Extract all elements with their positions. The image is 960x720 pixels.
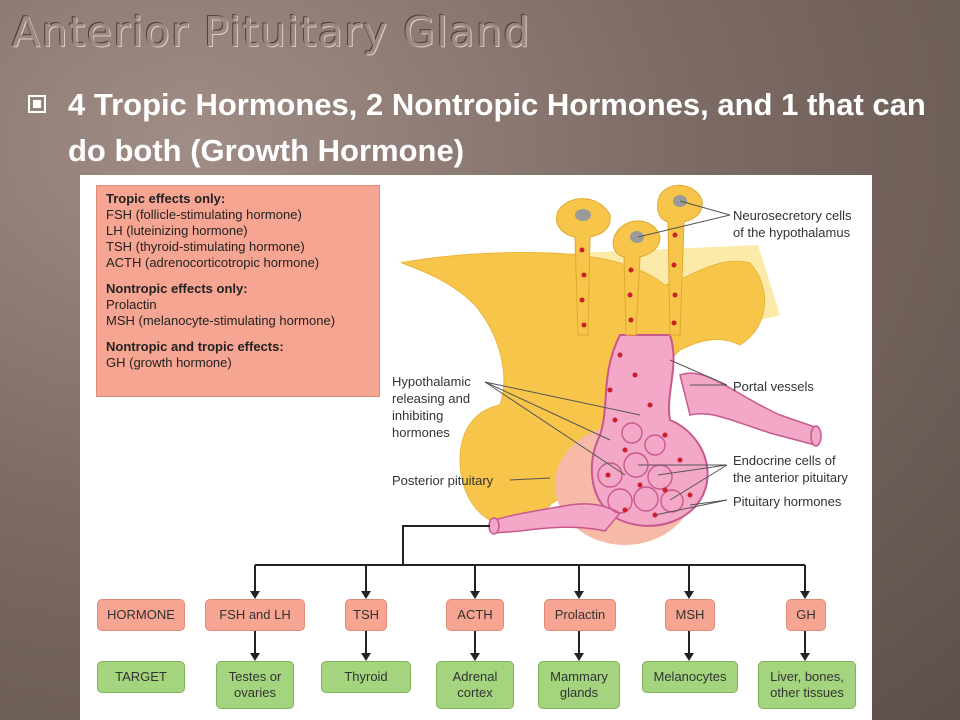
- tropic-item: ACTH (adrenocorticotropic hormone): [106, 255, 320, 270]
- hormone-row-header: HORMONE: [97, 599, 185, 631]
- nontropic-item: MSH (melanocyte-stimulating hormone): [106, 313, 336, 328]
- target-row-header: TARGET: [97, 661, 185, 693]
- pituitary-diagram: Tropic effects only: FSH (follicle-stimu…: [80, 175, 872, 720]
- both-item: GH (growth hormone): [106, 355, 232, 370]
- pituitary-illustration: [250, 185, 822, 661]
- distribution-lines: [254, 525, 806, 655]
- tropic-item: LH (luteinizing hormone): [106, 223, 248, 238]
- both-header: Nontropic and tropic effects:: [106, 339, 284, 354]
- target-melanocytes: Melanocytes: [642, 661, 738, 693]
- tropic-header: Tropic effects only:: [106, 191, 226, 206]
- bullet-item: 4 Tropic Hormones, 2 Nontropic Hormones,…: [28, 82, 958, 174]
- leader-lines: [484, 200, 731, 516]
- label-posterior-pituitary: Posterior pituitary: [392, 473, 494, 488]
- label-neurosecretory: Neurosecretory cells of the hypothalamus: [733, 208, 852, 240]
- bullet-text: 4 Tropic Hormones, 2 Nontropic Hormones,…: [68, 87, 926, 168]
- tropic-item: FSH (follicle-stimulating hormone): [106, 207, 302, 222]
- arrowheads: [250, 591, 810, 661]
- vessel-cut-end: [810, 425, 822, 447]
- slide-title: Anterior Pituitary Gland: [12, 8, 531, 56]
- hormone-tsh: TSH: [345, 599, 387, 631]
- hormone-dots: [579, 232, 693, 518]
- label-portal-vessels: Portal vessels: [733, 379, 814, 394]
- hormone-effects-box: Tropic effects only: FSH (follicle-stimu…: [96, 185, 380, 397]
- hormone-acth: ACTH: [446, 599, 504, 631]
- label-hypothalamic-hormones: Hypothalamic releasing and inhibiting ho…: [392, 374, 471, 440]
- neurosecretory-neurons: [556, 185, 703, 336]
- hormone-fsh-lh: FSH and LH: [205, 599, 305, 631]
- nontropic-item: Prolactin: [106, 297, 157, 312]
- label-pituitary-hormones: Pituitary hormones: [733, 494, 842, 509]
- tropic-item: TSH (thyroid-stimulating hormone): [106, 239, 305, 254]
- vessel-to-body: [494, 503, 622, 534]
- hormone-gh: GH: [786, 599, 826, 631]
- target-liver-bones: Liver, bones,other tissues: [758, 661, 856, 709]
- portal-vessel-network: [590, 334, 709, 527]
- target-thyroid: Thyroid: [321, 661, 411, 693]
- label-endocrine-cells: Endocrine cells of the anterior pituitar…: [733, 453, 848, 485]
- vessel-outlet: [488, 517, 500, 535]
- hormone-msh: MSH: [665, 599, 715, 631]
- hormone-prolactin: Prolactin: [544, 599, 616, 631]
- nontropic-header: Nontropic effects only:: [106, 281, 248, 296]
- square-bullet-icon: [28, 95, 46, 113]
